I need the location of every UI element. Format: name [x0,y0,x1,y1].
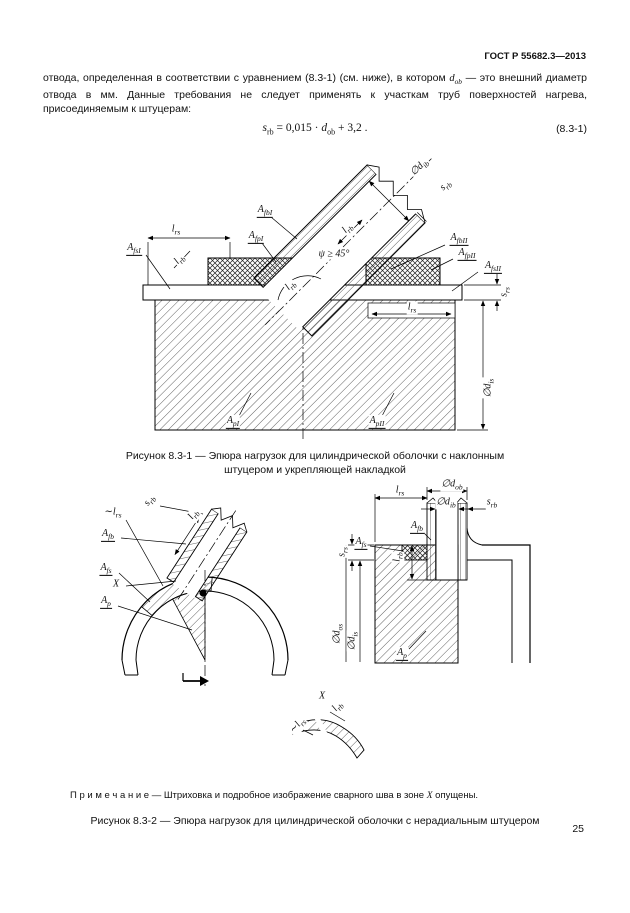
dome-drawing [117,505,289,686]
formula-mid: = 0,015 · [273,122,322,134]
formula-tail: + 3,2 . [335,122,368,134]
intro-paragraph: отвода, определенная в соответствии с ур… [43,72,587,116]
shell-section-block [401,544,428,561]
shell-outer-line [482,544,531,663]
shell-inner-line [467,559,513,663]
var-d: d [449,73,455,84]
detail-x [292,711,365,759]
figure1-drawing [142,158,501,440]
equation-number: (8.3-1) [556,123,587,135]
note-var-x: X [426,791,433,801]
doc-title: ГОСТ Р 55682.3—2013 [484,51,586,62]
figure1-caption: Рисунок 8.3-1 — Эпюра нагрузок для цилин… [125,450,505,476]
page-header: ГОСТ Р 55682.3—2013 [43,51,586,62]
note: П р и м е ч а н и е — Штриховка и подроб… [70,790,575,801]
note-text-2: опущены. [432,790,479,801]
nozzle-wall-right [457,502,468,581]
nozzle-wall-left [426,502,437,581]
weld-fillet [466,527,483,546]
formula-lhs: s [262,122,267,134]
figure2-drawing [117,487,531,759]
equation-8-3-1: srb = 0,015 · dob + 3,2 . [43,122,587,136]
cylinder-drawing [343,487,531,664]
var-d-sub: ob [454,77,462,87]
equation-row: srb = 0,015 · dob + 3,2 . (8.3-1) [43,122,587,138]
section-arrow [200,676,209,686]
lrs-notch [367,302,456,319]
note-text-1: П р и м е ч а н и е — Штриховка и подроб… [70,790,427,801]
formula-rhs-sub: ob [327,127,336,137]
figure2-caption: Рисунок 8.3-2 — Эпюра нагрузок для цилин… [90,815,540,827]
oblique-nozzle [166,507,248,602]
page-number: 25 [572,823,584,835]
formula-lhs-sub: rb [266,127,274,137]
intro-text-2: — это внешний диаметр отвода в мм. Данны… [43,72,587,115]
formula-rhs: d [321,122,328,134]
weld-point [199,589,207,597]
intro-text-1: отвода, определенная в соответствии с ур… [43,72,450,84]
